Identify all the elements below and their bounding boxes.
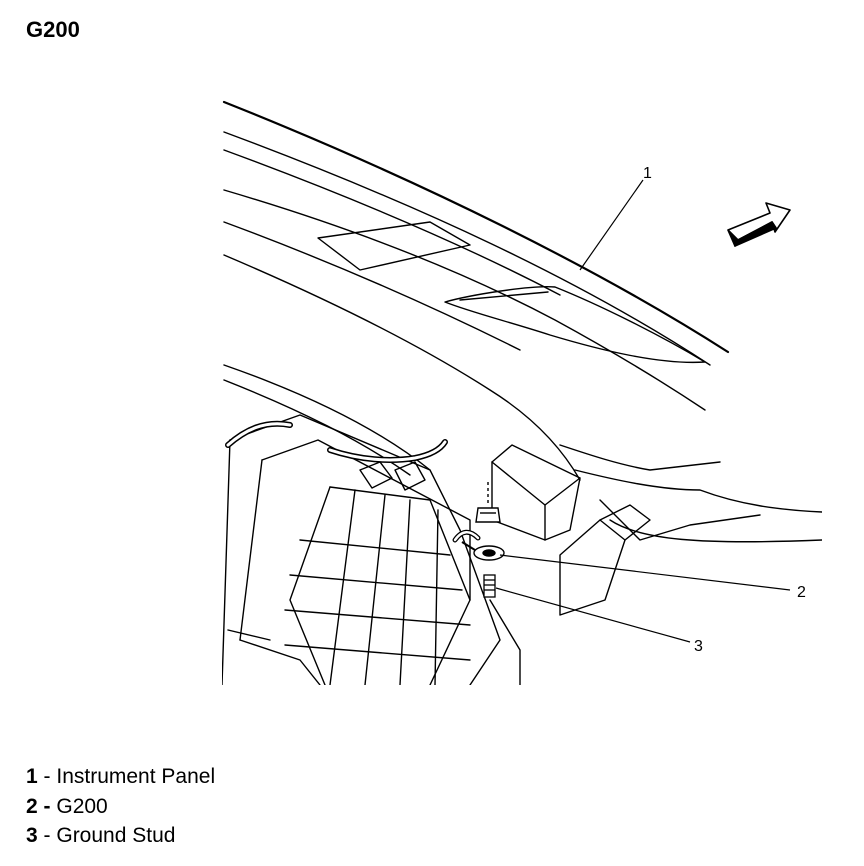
legend-item-instrument-panel: 1 - Instrument Panel — [26, 762, 215, 792]
forward-arrow-icon — [727, 202, 791, 247]
legend-label: Instrument Panel — [56, 765, 216, 788]
legend-separator: - — [37, 765, 57, 788]
callout-3: 3 — [694, 638, 703, 655]
g200-ring-terminal — [461, 541, 505, 561]
callout-1: 1 — [643, 165, 652, 182]
diagram-title: G200 — [26, 17, 80, 42]
defroster-vent-right — [444, 286, 706, 364]
callout-2: 2 — [797, 584, 806, 601]
defroster-vent-left — [317, 221, 471, 271]
legend-separator: - — [37, 824, 57, 847]
nut-icon — [475, 482, 501, 523]
wiring-harness — [225, 420, 481, 543]
legend: 1 - Instrument Panel 2 - G200 3 - Ground… — [26, 762, 215, 851]
legend-item-g200: 2 - G200 — [26, 792, 215, 822]
instrument-panel-outline — [222, 100, 822, 616]
stud-icon — [483, 574, 496, 598]
leader-line-3 — [495, 587, 691, 643]
hvac-grille — [222, 414, 521, 685]
legend-number: 2 — [26, 794, 38, 818]
leader-line-1 — [579, 179, 644, 271]
legend-separator: - — [37, 794, 57, 818]
legend-item-ground-stud: 3 - Ground Stud — [26, 821, 215, 851]
leader-line-2 — [499, 554, 791, 591]
legend-number: 3 — [26, 824, 38, 847]
legend-number: 1 — [26, 765, 38, 788]
legend-label: Ground Stud — [56, 824, 176, 847]
legend-label: G200 — [56, 794, 108, 818]
